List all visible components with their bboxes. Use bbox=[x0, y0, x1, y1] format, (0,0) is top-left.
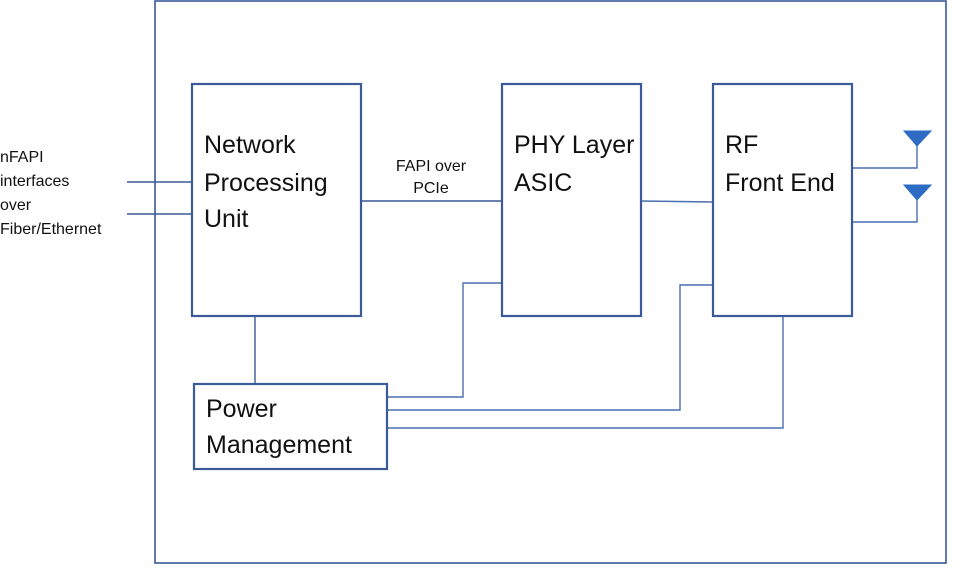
npu-phy-link-label-line-2: PCIe bbox=[413, 180, 449, 197]
external-label-line-4: Fiber/Ethernet bbox=[0, 221, 102, 238]
external-label-line-3: over bbox=[0, 197, 32, 214]
rf-front-end-box bbox=[711, 82, 854, 318]
power-label-line-1: Power bbox=[206, 395, 277, 423]
rf-antenna-link-1 bbox=[852, 146, 918, 169]
npu-phy-link-label-line-1: FAPI over bbox=[396, 158, 467, 175]
power-rf-bottom-link bbox=[387, 316, 784, 429]
network-processing-unit-box bbox=[190, 82, 363, 318]
phy-rf-link bbox=[640, 200, 714, 203]
external-label-line-1: nFAPI bbox=[0, 149, 44, 166]
external-label-line-2: interfaces bbox=[0, 173, 69, 190]
antenna-icon bbox=[902, 130, 933, 147]
npu-label-line-3: Unit bbox=[204, 205, 249, 233]
phy-label-line-1: PHY Layer bbox=[514, 131, 634, 159]
power-label-line-2: Management bbox=[206, 431, 352, 459]
npu-label-line-2: Processing bbox=[204, 169, 328, 197]
system-enclosure bbox=[154, 0, 947, 564]
npu-label-line-1: Network bbox=[204, 131, 296, 159]
rf-label-line-2: Front End bbox=[725, 169, 835, 197]
phy-label-line-2: ASIC bbox=[514, 169, 572, 197]
power-rf-link bbox=[387, 284, 713, 411]
rf-antenna-link-2 bbox=[852, 200, 918, 223]
power-management-box bbox=[192, 382, 389, 471]
antenna-icon bbox=[902, 184, 933, 201]
power-phy-link bbox=[387, 282, 502, 398]
phy-layer-asic-box bbox=[500, 82, 643, 318]
rf-label-line-1: RF bbox=[725, 131, 758, 159]
